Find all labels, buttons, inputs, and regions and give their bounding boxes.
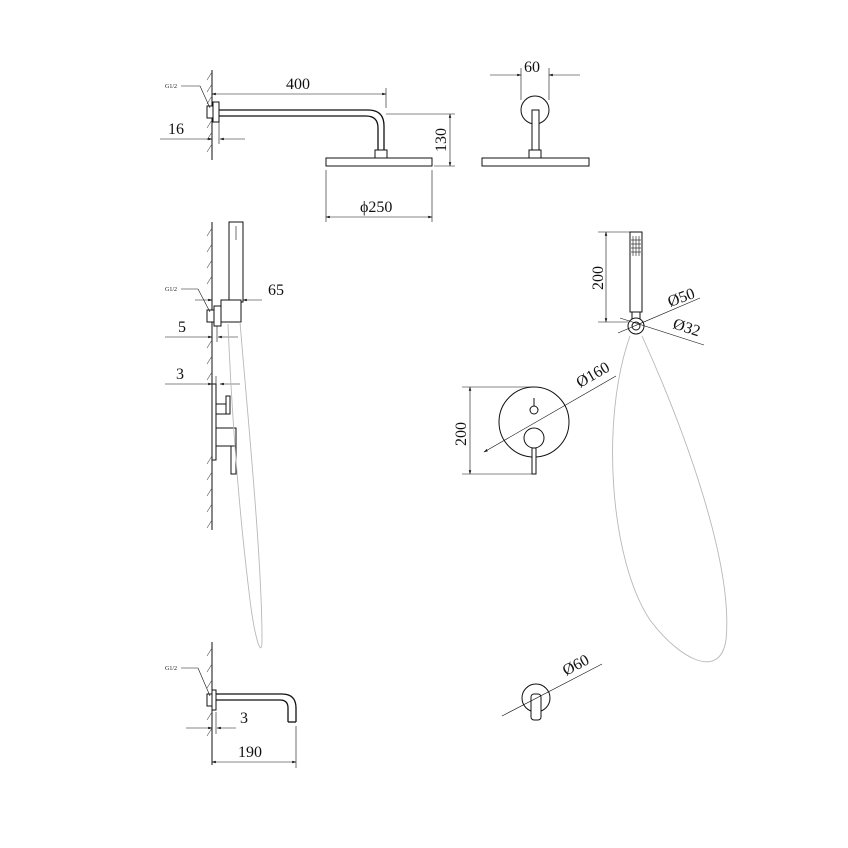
spout-side-view: G1/2 3 190 bbox=[165, 642, 297, 768]
shower-head bbox=[325, 157, 433, 167]
mixer-lever-front bbox=[531, 447, 537, 475]
wall-offset-top-label: 16 bbox=[168, 121, 184, 138]
valve-front-view: 200 Ø50 Ø32 200 Ø160 bbox=[453, 231, 728, 663]
drop-height-label: 130 bbox=[433, 128, 450, 152]
hand-shower-length-label: 200 bbox=[590, 266, 607, 290]
valve-plate-height-label: 200 bbox=[453, 422, 470, 446]
leader-32 bbox=[619, 317, 705, 346]
spout-lower bbox=[216, 699, 289, 722]
diverter-knob-front bbox=[529, 405, 539, 415]
leader-160 bbox=[483, 375, 617, 453]
mixer-handle-front bbox=[523, 427, 545, 449]
hose-front bbox=[612, 335, 728, 663]
mixer-handle-body-side bbox=[215, 427, 237, 447]
valve-depth-label: 3 bbox=[176, 366, 184, 383]
valve-side-view: G1/2 65 5 3 bbox=[165, 221, 284, 649]
shower-arm-front-view: 60 bbox=[481, 59, 590, 167]
spout-length-label: 190 bbox=[238, 744, 262, 761]
shower-arm-lower bbox=[219, 115, 379, 150]
spout-flange-diameter-label: Ø60 bbox=[560, 652, 592, 680]
hose-side bbox=[227, 321, 263, 649]
spout-upper bbox=[216, 693, 297, 722]
wall-hatch-mid bbox=[206, 227, 213, 529]
holder-outer-label: Ø50 bbox=[666, 285, 698, 310]
thread-label-bottom: G1/2 bbox=[165, 666, 177, 672]
holder-offset-label: 65 bbox=[268, 282, 284, 299]
wall-hatch bbox=[206, 71, 213, 153]
outlet-flange bbox=[213, 305, 222, 327]
front-connector bbox=[528, 149, 542, 159]
spout-front-view: Ø60 bbox=[501, 652, 603, 721]
outlet-thread bbox=[206, 309, 215, 323]
leader-60 bbox=[501, 663, 603, 717]
wall-hatch-bottom bbox=[206, 647, 213, 737]
outlet-offset-label: 5 bbox=[178, 319, 186, 336]
shower-arm-upper bbox=[219, 109, 385, 150]
valve-plate-side bbox=[211, 383, 217, 461]
thread-label-mid: G1/2 bbox=[165, 287, 177, 293]
thread-label-top: G1/2 bbox=[165, 84, 177, 90]
spout-depth-label: 3 bbox=[240, 710, 248, 727]
shower-arm-side-view: G1/2 400 16 130 ϕ250 bbox=[160, 70, 455, 222]
spout-body-front bbox=[530, 693, 542, 721]
flange-width-label: 60 bbox=[524, 59, 540, 76]
valve-plate-diameter-label: Ø160 bbox=[574, 359, 613, 392]
front-arm bbox=[531, 109, 540, 151]
head-connector bbox=[374, 149, 388, 159]
hand-holder-side bbox=[220, 299, 242, 323]
leader-50 bbox=[617, 297, 701, 334]
head-diameter-label: ϕ250 bbox=[360, 199, 392, 216]
diverter-stem-side bbox=[225, 395, 231, 415]
wall-flange bbox=[212, 101, 220, 123]
spout-flange bbox=[211, 689, 217, 711]
holder-inner-label: Ø32 bbox=[671, 316, 702, 341]
arm-length-label: 400 bbox=[286, 76, 310, 93]
hand-shower-nozzles bbox=[631, 236, 641, 256]
front-shower-head bbox=[481, 157, 590, 167]
